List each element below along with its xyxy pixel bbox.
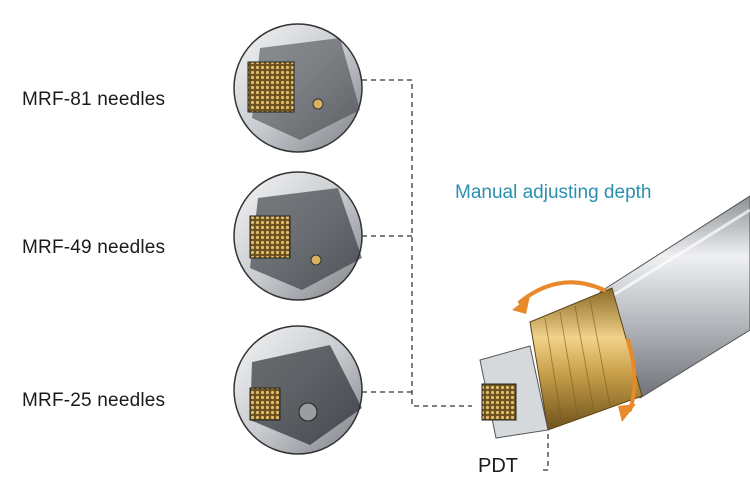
mrf-49-label: MRF-49 needles <box>22 237 166 258</box>
arrow-head-bottom <box>618 404 636 422</box>
rotation-arrows <box>518 280 637 412</box>
pdt-label: PDT <box>478 455 518 477</box>
tip-81-image <box>233 23 363 153</box>
connector-lines <box>362 79 549 471</box>
arrow-head-top <box>512 296 530 314</box>
depth-caption: Manual adjusting depth <box>455 182 652 203</box>
tip-49-image <box>233 171 363 301</box>
tip-25-image <box>233 325 363 455</box>
mrf-81-label: MRF-81 needles <box>22 89 166 110</box>
handpiece-image <box>479 195 750 439</box>
mrf-25-label: MRF-25 needles <box>22 390 166 411</box>
